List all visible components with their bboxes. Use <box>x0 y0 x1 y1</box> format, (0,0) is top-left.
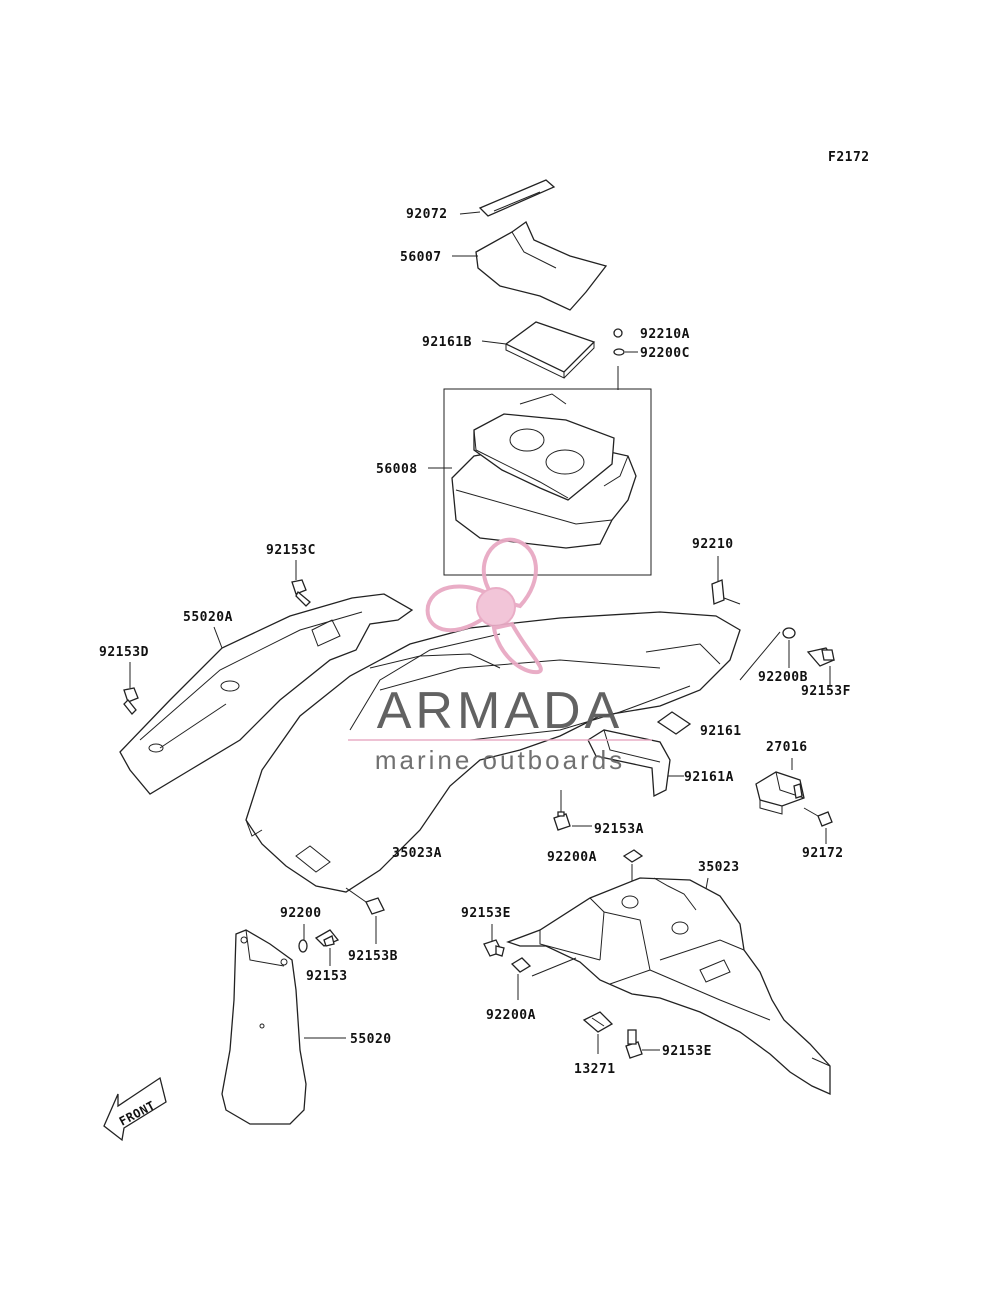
part-pad-92161[interactable] <box>656 711 692 735</box>
label-92200: 92200 <box>280 906 322 921</box>
label-92153C: 92153C <box>266 543 316 558</box>
part-washer-92200B[interactable] <box>782 627 796 639</box>
label-92210: 92210 <box>692 537 734 552</box>
label-92153A: 92153A <box>594 822 644 837</box>
part-side-guard-55020A[interactable] <box>119 593 414 795</box>
part-washer-92200[interactable] <box>298 939 308 953</box>
label-92153: 92153 <box>306 969 348 984</box>
label-92153F: 92153F <box>801 684 851 699</box>
label-92153B: 92153B <box>348 949 398 964</box>
part-strap-92072[interactable] <box>478 179 556 217</box>
part-clip-92210[interactable] <box>711 579 741 605</box>
part-pad-92161B[interactable] <box>504 321 596 379</box>
part-bolt-92153E-left[interactable] <box>483 939 505 957</box>
label-92210A: 92210A <box>640 327 690 342</box>
label-92200C: 92200C <box>640 346 690 361</box>
part-bolt-92153B[interactable] <box>365 897 385 915</box>
part-screw-92172[interactable] <box>803 807 833 827</box>
label-13271: 13271 <box>574 1062 616 1077</box>
label-56007: 56007 <box>400 250 442 265</box>
part-bolt-92153A[interactable] <box>553 811 571 831</box>
label-92200A-bottom: 92200A <box>486 1008 536 1023</box>
part-box-frame-56008 <box>443 388 652 576</box>
part-washer-92200A-bottom[interactable] <box>510 957 532 973</box>
part-inner-fender-35023[interactable] <box>506 877 831 1096</box>
part-cover-56007[interactable] <box>475 221 608 311</box>
part-bolt-92153F[interactable] <box>806 647 835 667</box>
label-92153E-bottom: 92153E <box>662 1044 712 1059</box>
part-rear-fender-35023A[interactable] <box>245 611 741 893</box>
part-washer-92200A-top[interactable] <box>622 849 644 863</box>
part-clip-13271[interactable] <box>582 1011 614 1033</box>
watermark-name: ARMADA <box>377 682 623 740</box>
label-92200A-top: 92200A <box>547 850 597 865</box>
label-92153E-left: 92153E <box>461 906 511 921</box>
part-bolt-92153D[interactable] <box>123 687 139 715</box>
part-bolt-92153[interactable] <box>314 929 340 947</box>
propeller-logo-icon <box>425 537 543 675</box>
part-nut-92210A[interactable] <box>613 328 623 338</box>
label-35023A: 35023A <box>392 846 442 861</box>
label-92172: 92172 <box>802 846 844 861</box>
figure-code: F2172 <box>828 150 870 165</box>
watermark-subtitle: marine outboards <box>375 745 625 775</box>
label-92161A: 92161A <box>684 770 734 785</box>
part-mud-flap-55020[interactable] <box>221 929 307 1125</box>
label-56008: 56008 <box>376 462 418 477</box>
part-bolt-92153E-bottom[interactable] <box>625 1029 643 1059</box>
front-arrow-icon: FRONT <box>103 1076 167 1142</box>
watermark: ARMADA marine outboards <box>348 537 652 775</box>
label-27016: 27016 <box>766 740 808 755</box>
label-92161B: 92161B <box>422 335 472 350</box>
label-92153D: 92153D <box>99 645 149 660</box>
label-92072: 92072 <box>406 207 448 222</box>
label-55020: 55020 <box>350 1032 392 1047</box>
part-reflector-27016[interactable] <box>755 771 805 815</box>
label-55020A: 55020A <box>183 610 233 625</box>
part-tool-tray-56008[interactable] <box>451 393 637 549</box>
label-35023: 35023 <box>698 860 740 875</box>
part-bolt-92153C[interactable] <box>291 579 311 607</box>
part-bracket-92161A[interactable] <box>587 729 671 798</box>
label-92161: 92161 <box>700 724 742 739</box>
part-washer-92200C[interactable] <box>613 348 625 356</box>
label-92200B: 92200B <box>758 670 808 685</box>
